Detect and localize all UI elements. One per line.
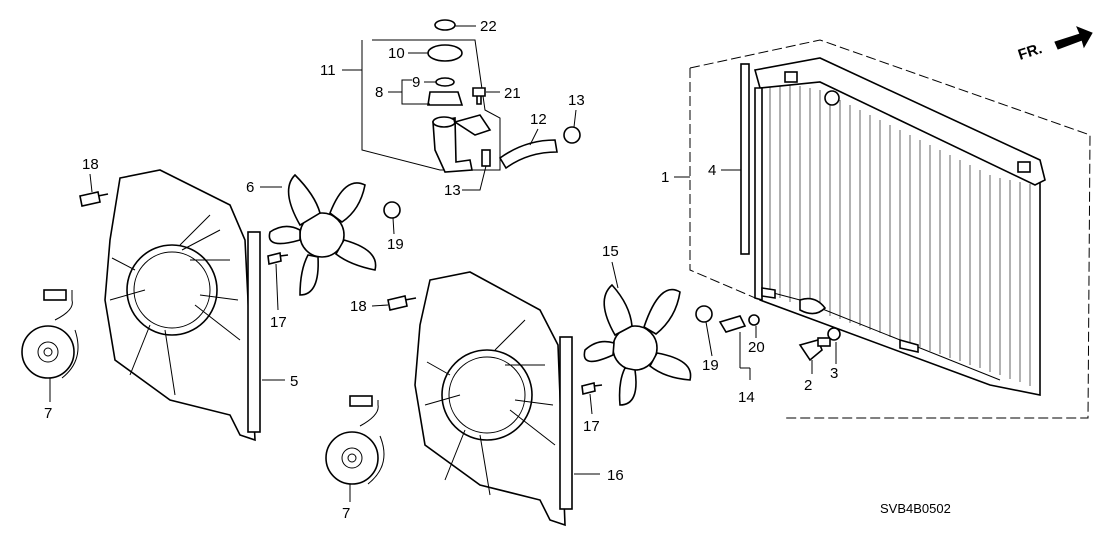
screw-17-center <box>581 382 603 395</box>
callout-17a: 17 <box>270 314 287 331</box>
callout-2: 2 <box>804 377 812 394</box>
callout-7b: 7 <box>342 505 350 522</box>
grommet-left <box>383 201 401 219</box>
callout-14: 14 <box>738 389 755 406</box>
fan-shroud-center <box>414 271 573 527</box>
callout-20: 20 <box>748 339 765 356</box>
callout-10: 10 <box>388 45 405 62</box>
drain-plug <box>798 337 831 362</box>
fan-shroud-left <box>104 169 261 442</box>
cooling-fan-center <box>583 283 692 406</box>
reserve-seal-9 <box>435 77 455 87</box>
reserve-bracket <box>427 91 464 106</box>
callout-18b: 18 <box>350 298 367 315</box>
fan-motor-left <box>21 289 79 379</box>
callout-22: 22 <box>480 18 497 35</box>
callout-15: 15 <box>602 243 619 260</box>
front-direction-indicator: FR. <box>1016 26 1093 64</box>
callout-6: 6 <box>246 179 254 196</box>
callout-1: 1 <box>661 169 669 186</box>
filler-neck <box>432 117 473 173</box>
callout-21: 21 <box>504 85 521 102</box>
grommet-right <box>695 305 713 323</box>
front-arrow-icon <box>1054 26 1093 50</box>
callout-13b: 13 <box>444 182 461 199</box>
diagram-code: SVB4B0502 <box>880 501 951 516</box>
front-direction-label: FR. <box>1016 40 1044 64</box>
reserve-hose <box>498 139 558 170</box>
cooling-fan-left <box>268 173 377 296</box>
callout-12: 12 <box>530 111 547 128</box>
callout-11: 11 <box>320 62 336 79</box>
bolt-21 <box>472 87 486 105</box>
callout-7a: 7 <box>44 405 52 422</box>
callout-8: 8 <box>375 84 383 101</box>
radiator-assembly <box>689 39 1091 419</box>
sensor-o-ring <box>748 314 760 326</box>
reserve-cap <box>427 44 463 62</box>
callout-19b: 19 <box>702 357 719 374</box>
callout-19a: 19 <box>387 236 404 253</box>
callout-17b: 17 <box>583 418 600 435</box>
cap-seal-22 <box>434 19 456 31</box>
callout-5: 5 <box>290 373 298 390</box>
fan-motor-center <box>325 395 385 485</box>
hose-clamp-bottom <box>481 149 491 167</box>
bolt-18-center <box>387 295 417 311</box>
bolt-18-left <box>79 191 109 207</box>
drain-plug-o-ring <box>827 327 841 341</box>
callout-16: 16 <box>607 467 624 484</box>
callout-13a: 13 <box>568 92 585 109</box>
radiator-seal-strip <box>740 63 750 255</box>
callout-18a: 18 <box>82 156 99 173</box>
temperature-sensor <box>718 314 760 333</box>
hose-clamp-top <box>563 126 581 144</box>
radiator-core-fins <box>769 80 1031 386</box>
callout-3: 3 <box>830 365 838 382</box>
screw-17-left <box>267 252 289 265</box>
callout-9: 9 <box>412 74 420 91</box>
callout-4: 4 <box>708 162 716 179</box>
